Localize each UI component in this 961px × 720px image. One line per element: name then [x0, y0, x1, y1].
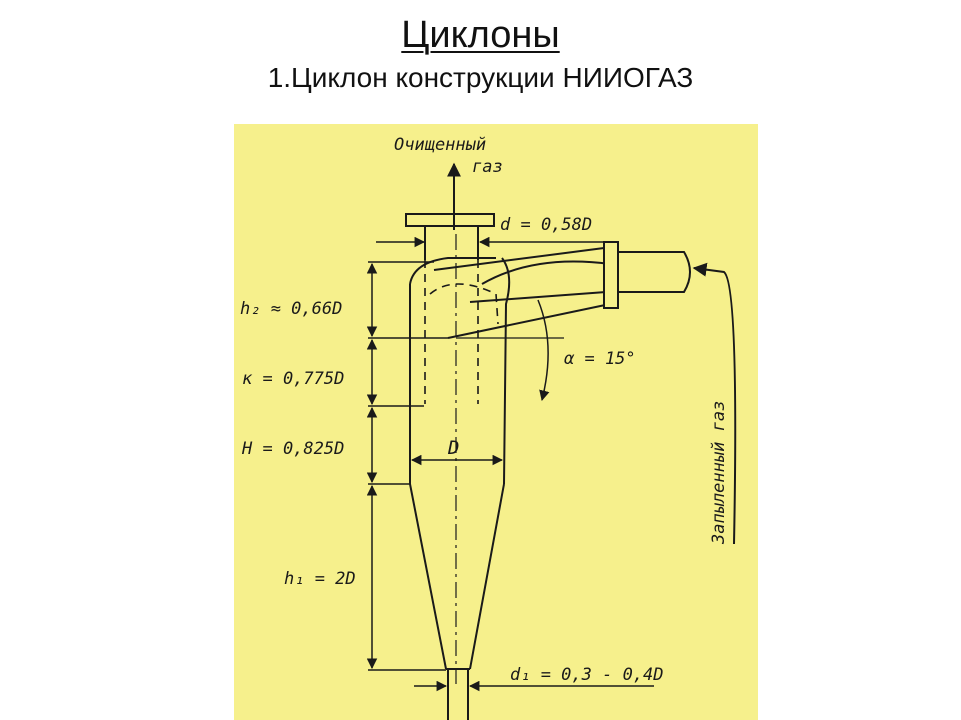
slide-subtitle: 1.Циклон конструкции НИИОГАЗ [267, 62, 694, 93]
alpha-arc [537, 299, 550, 402]
slide-title: Циклоны [401, 14, 560, 56]
dusty-gas-arrow [692, 262, 737, 545]
d-label: d = 0,58D [500, 215, 592, 235]
h1-label: h₁ = 2D [284, 569, 356, 589]
k-label: к = 0,775D [242, 369, 344, 389]
inlet-pipe [618, 251, 691, 293]
H-label: H = 0,825D [241, 439, 344, 459]
cyclone-diagram-svg: Очищенный газ d = 0,58D h₂ ≈ 0,66D к = 0… [240, 135, 737, 720]
inlet-duct [433, 247, 611, 339]
dusty-gas-label: Запыленный газ [709, 401, 729, 545]
alpha-label: α = 15° [564, 349, 636, 369]
d1-label: d₁ = 0,3 - 0,4D [510, 665, 664, 685]
outlet-flange [405, 213, 495, 227]
clean-gas-label-line2: газ [472, 157, 503, 177]
inlet-flange [603, 241, 619, 309]
inlet-hidden-edge [429, 283, 499, 325]
h2-label: h₂ ≈ 0,66D [240, 299, 342, 319]
D-label: D [447, 437, 459, 459]
clean-gas-label-line1: Очищенный [394, 135, 486, 155]
cyclone-cone [409, 483, 505, 670]
cyclone-drawing: Очищенный газ d = 0,58D h₂ ≈ 0,66D к = 0… [234, 124, 758, 720]
